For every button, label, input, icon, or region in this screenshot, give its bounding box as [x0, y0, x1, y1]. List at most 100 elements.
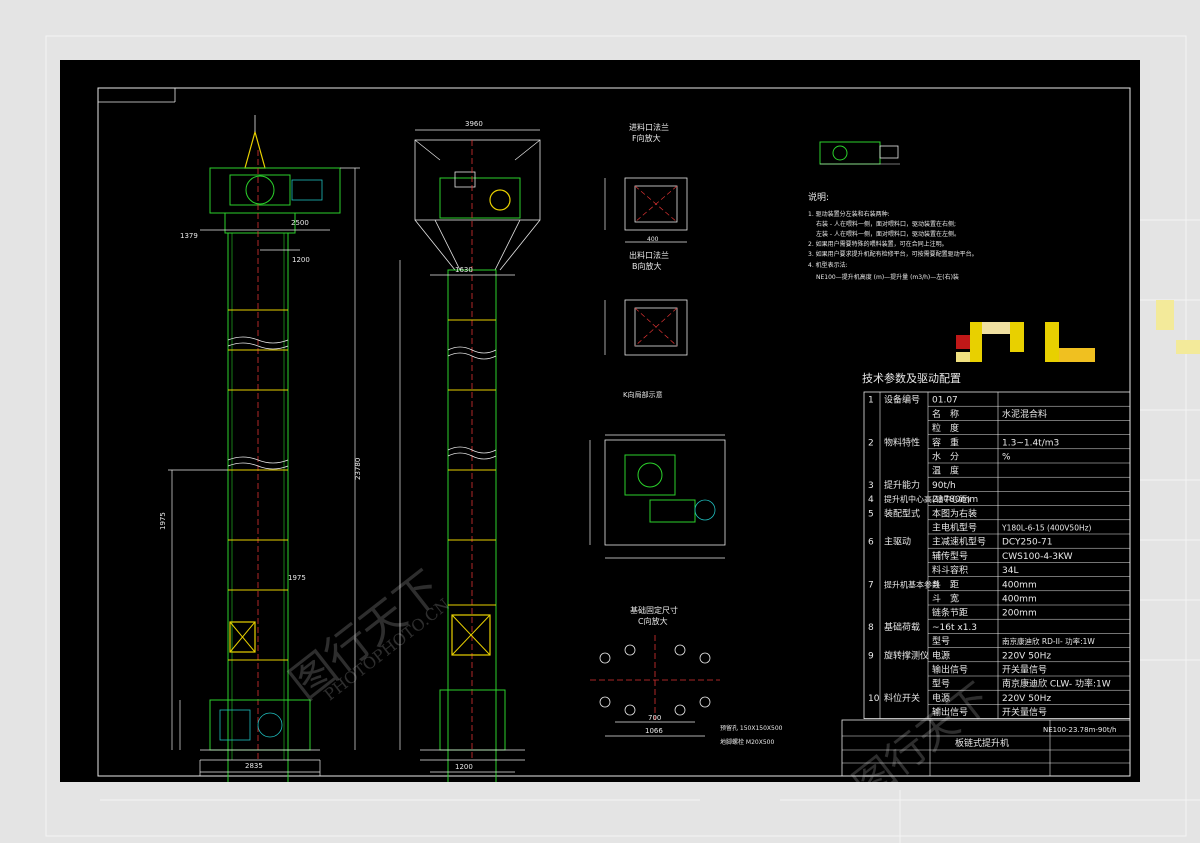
table-cell-no: 6 — [868, 538, 874, 548]
foundation-view: 基础固定尺寸 C向放大 700 1066 预留孔 150X150X500 地脚螺… — [590, 605, 783, 746]
table-cell-value: 90t/h — [932, 481, 956, 491]
title-block-name: 板链式提升机 — [955, 737, 1009, 749]
table-cell-value: 01.07 — [932, 396, 958, 406]
table-cell-param: 料位开关 — [884, 692, 920, 704]
table-cell-sub: 主减速机型号 — [932, 536, 986, 548]
table-cell-param: 物料特性 — [884, 436, 920, 448]
table-cell-no: 4 — [868, 495, 874, 505]
table-cell-param: 设备编号 — [884, 394, 920, 406]
table-cell-param: 基础荷载 — [884, 621, 920, 633]
table-cell-value: 南京康迪欣 CLW- 功率:1W — [1002, 678, 1111, 690]
dim-1630: 1630 — [455, 266, 473, 274]
title-block: 板链式提升机 NE100-23.78m-90t/h — [841, 719, 1131, 777]
table-cell-sub: 电源 — [932, 692, 950, 704]
foundation-title: 基础固定尺寸 — [630, 605, 678, 615]
table-cell-sub: 粒 度 — [932, 422, 959, 434]
table-cell-sub: 容 重 — [932, 436, 959, 448]
cad-drawing-sheet: 2500 1200 1 3 7 9 23780 1975 2835 1975 — [60, 60, 1140, 782]
outlet-title: 出料口法兰 — [629, 250, 669, 260]
dim-total-height: 23780 — [354, 458, 362, 480]
elevator-side-view: 3960 1630 1200 — [399, 120, 541, 782]
foundation-note-hole: 预留孔 150X150X500 — [720, 724, 783, 732]
note-line: 4. 机型表示法: — [808, 261, 848, 269]
table-cell-value: 开关量信号 — [1002, 706, 1047, 718]
table-cell-sub: 料斗容积 — [932, 564, 968, 576]
elevator-front-view: 2500 1200 1379 23780 1975 2835 1975 — [159, 115, 362, 782]
table-cell-sub: 斗 距 — [932, 579, 959, 590]
table-cell-no: 1 — [868, 396, 874, 406]
table-frame — [863, 391, 1131, 720]
table-cell-value: 水泥混合料 — [1002, 408, 1047, 420]
table-cell-sub: 主电机型号 — [932, 522, 977, 534]
note-line: 左装 - 人在喂料一侧，面对喂料口，驱动装置在左侧。 — [816, 230, 960, 238]
dim-1200: 1200 — [292, 256, 310, 264]
table-cell-param: 提升机基本参数 — [884, 579, 940, 589]
table-cell-no: 5 — [868, 509, 874, 519]
table-cell-sub: 温 度 — [932, 465, 959, 477]
table-cell-no: 2 — [868, 438, 874, 448]
table-cell-param: 提升能力 — [884, 479, 920, 491]
table-cell-no: 8 — [868, 623, 874, 633]
table-cell-value: 本图为右装 — [932, 507, 977, 519]
table-cell-sub: 辅传型号 — [932, 550, 968, 562]
drawing-border — [97, 87, 1131, 777]
table-cell-no: 9 — [868, 651, 874, 661]
dim-2835: 2835 — [245, 762, 263, 770]
drive-assembly-sketch — [819, 141, 900, 165]
dim-1066: 1066 — [645, 727, 663, 735]
dim-2500: 2500 — [291, 219, 309, 227]
note-line: NE100—提升机高度 (m)—提升量 (m3/h)—左(右)装 — [816, 273, 959, 281]
outlet-flange-view: 出料口法兰 B向放大 — [604, 250, 688, 356]
table-cell-param: 提升机中心高(轴中心距) — [884, 494, 970, 504]
table-cell-sub: 输出信号 — [932, 706, 968, 718]
table-cell-value: % — [1002, 453, 1011, 463]
table-cell-value: Y180L-6-15 (400V50Hz) — [1001, 524, 1092, 533]
inlet-subtitle: F向放大 — [632, 133, 661, 143]
table-cell-value: 220V 50Hz — [1002, 651, 1051, 661]
k-view: K向局部示意 — [589, 390, 726, 559]
table-cell-sub: 型号 — [932, 636, 950, 647]
table-cell-value: DCY250-71 — [1002, 538, 1052, 548]
table-title: 技术参数及驱动配置 — [862, 371, 961, 385]
note-line: 2. 如果用户需要特殊的喂料装置，可在合同上注明。 — [808, 240, 948, 248]
pixel-logo — [956, 322, 1095, 362]
title-block-model: NE100-23.78m-90t/h — [1043, 726, 1116, 734]
table-cell-value: 34L — [1002, 566, 1018, 576]
dim-700: 700 — [648, 714, 661, 722]
foundation-note-bolt: 地脚螺栓 M20X500 — [720, 738, 774, 746]
dim-top-width: 3960 — [465, 120, 483, 128]
table-cell-value: 开关量信号 — [1002, 664, 1047, 676]
dim-1200-base: 1200 — [455, 763, 473, 771]
table-cell-sub: 水 分 — [932, 451, 959, 463]
dim-1975-vert: 1975 — [159, 512, 167, 530]
dim-400: 400 — [647, 236, 659, 243]
dim-1975: 1975 — [288, 574, 306, 582]
inlet-title: 进料口法兰 — [629, 122, 669, 132]
notes-heading: 说明: — [808, 191, 829, 203]
table-cell-value: 220V 50Hz — [1002, 694, 1051, 704]
table-cell-sub: 电源 — [932, 649, 950, 661]
table-cell-value: 400mm — [1002, 580, 1037, 590]
table-cell-value: 200mm — [1002, 609, 1037, 619]
table-cell-sub: 输出信号 — [932, 664, 968, 676]
table-cell-sub: 斗 宽 — [932, 593, 959, 605]
table-cell-sub: 型号 — [932, 679, 950, 690]
inlet-flange-view: 进料口法兰 F向放大 400 — [604, 122, 688, 243]
notes-block: 说明: 1. 驱动装置分左装和右装两种: 右装 - 人在喂料一侧，面对喂料口，驱… — [808, 191, 978, 281]
note-line: 3. 如果用户要求提升机配有检修平台，可按需要配置驱动平台。 — [808, 250, 978, 258]
table-cell-param: 主驱动 — [884, 536, 911, 548]
table-cell-no: 3 — [868, 481, 874, 491]
table-cell-sub: 链条节距 — [932, 607, 968, 619]
table-cell-sub: 名 称 — [932, 408, 959, 420]
table-cell-no: 7 — [868, 580, 874, 590]
table-cell-value: ~16t x1.3 — [932, 623, 977, 633]
table-cell-param: 装配型式 — [884, 507, 920, 519]
note-line: 右装 - 人在喂料一侧，面对喂料口，驱动装置在右侧; — [816, 220, 956, 228]
note-line: 1. 驱动装置分左装和右装两种: — [808, 210, 890, 218]
table-cell-value: CWS100-4-3KW — [1002, 552, 1073, 562]
k-view-label: K向局部示意 — [623, 390, 663, 399]
table-cell-value: 400mm — [1002, 595, 1037, 605]
table-cell-param: 旋转撑测仪 — [884, 649, 929, 661]
